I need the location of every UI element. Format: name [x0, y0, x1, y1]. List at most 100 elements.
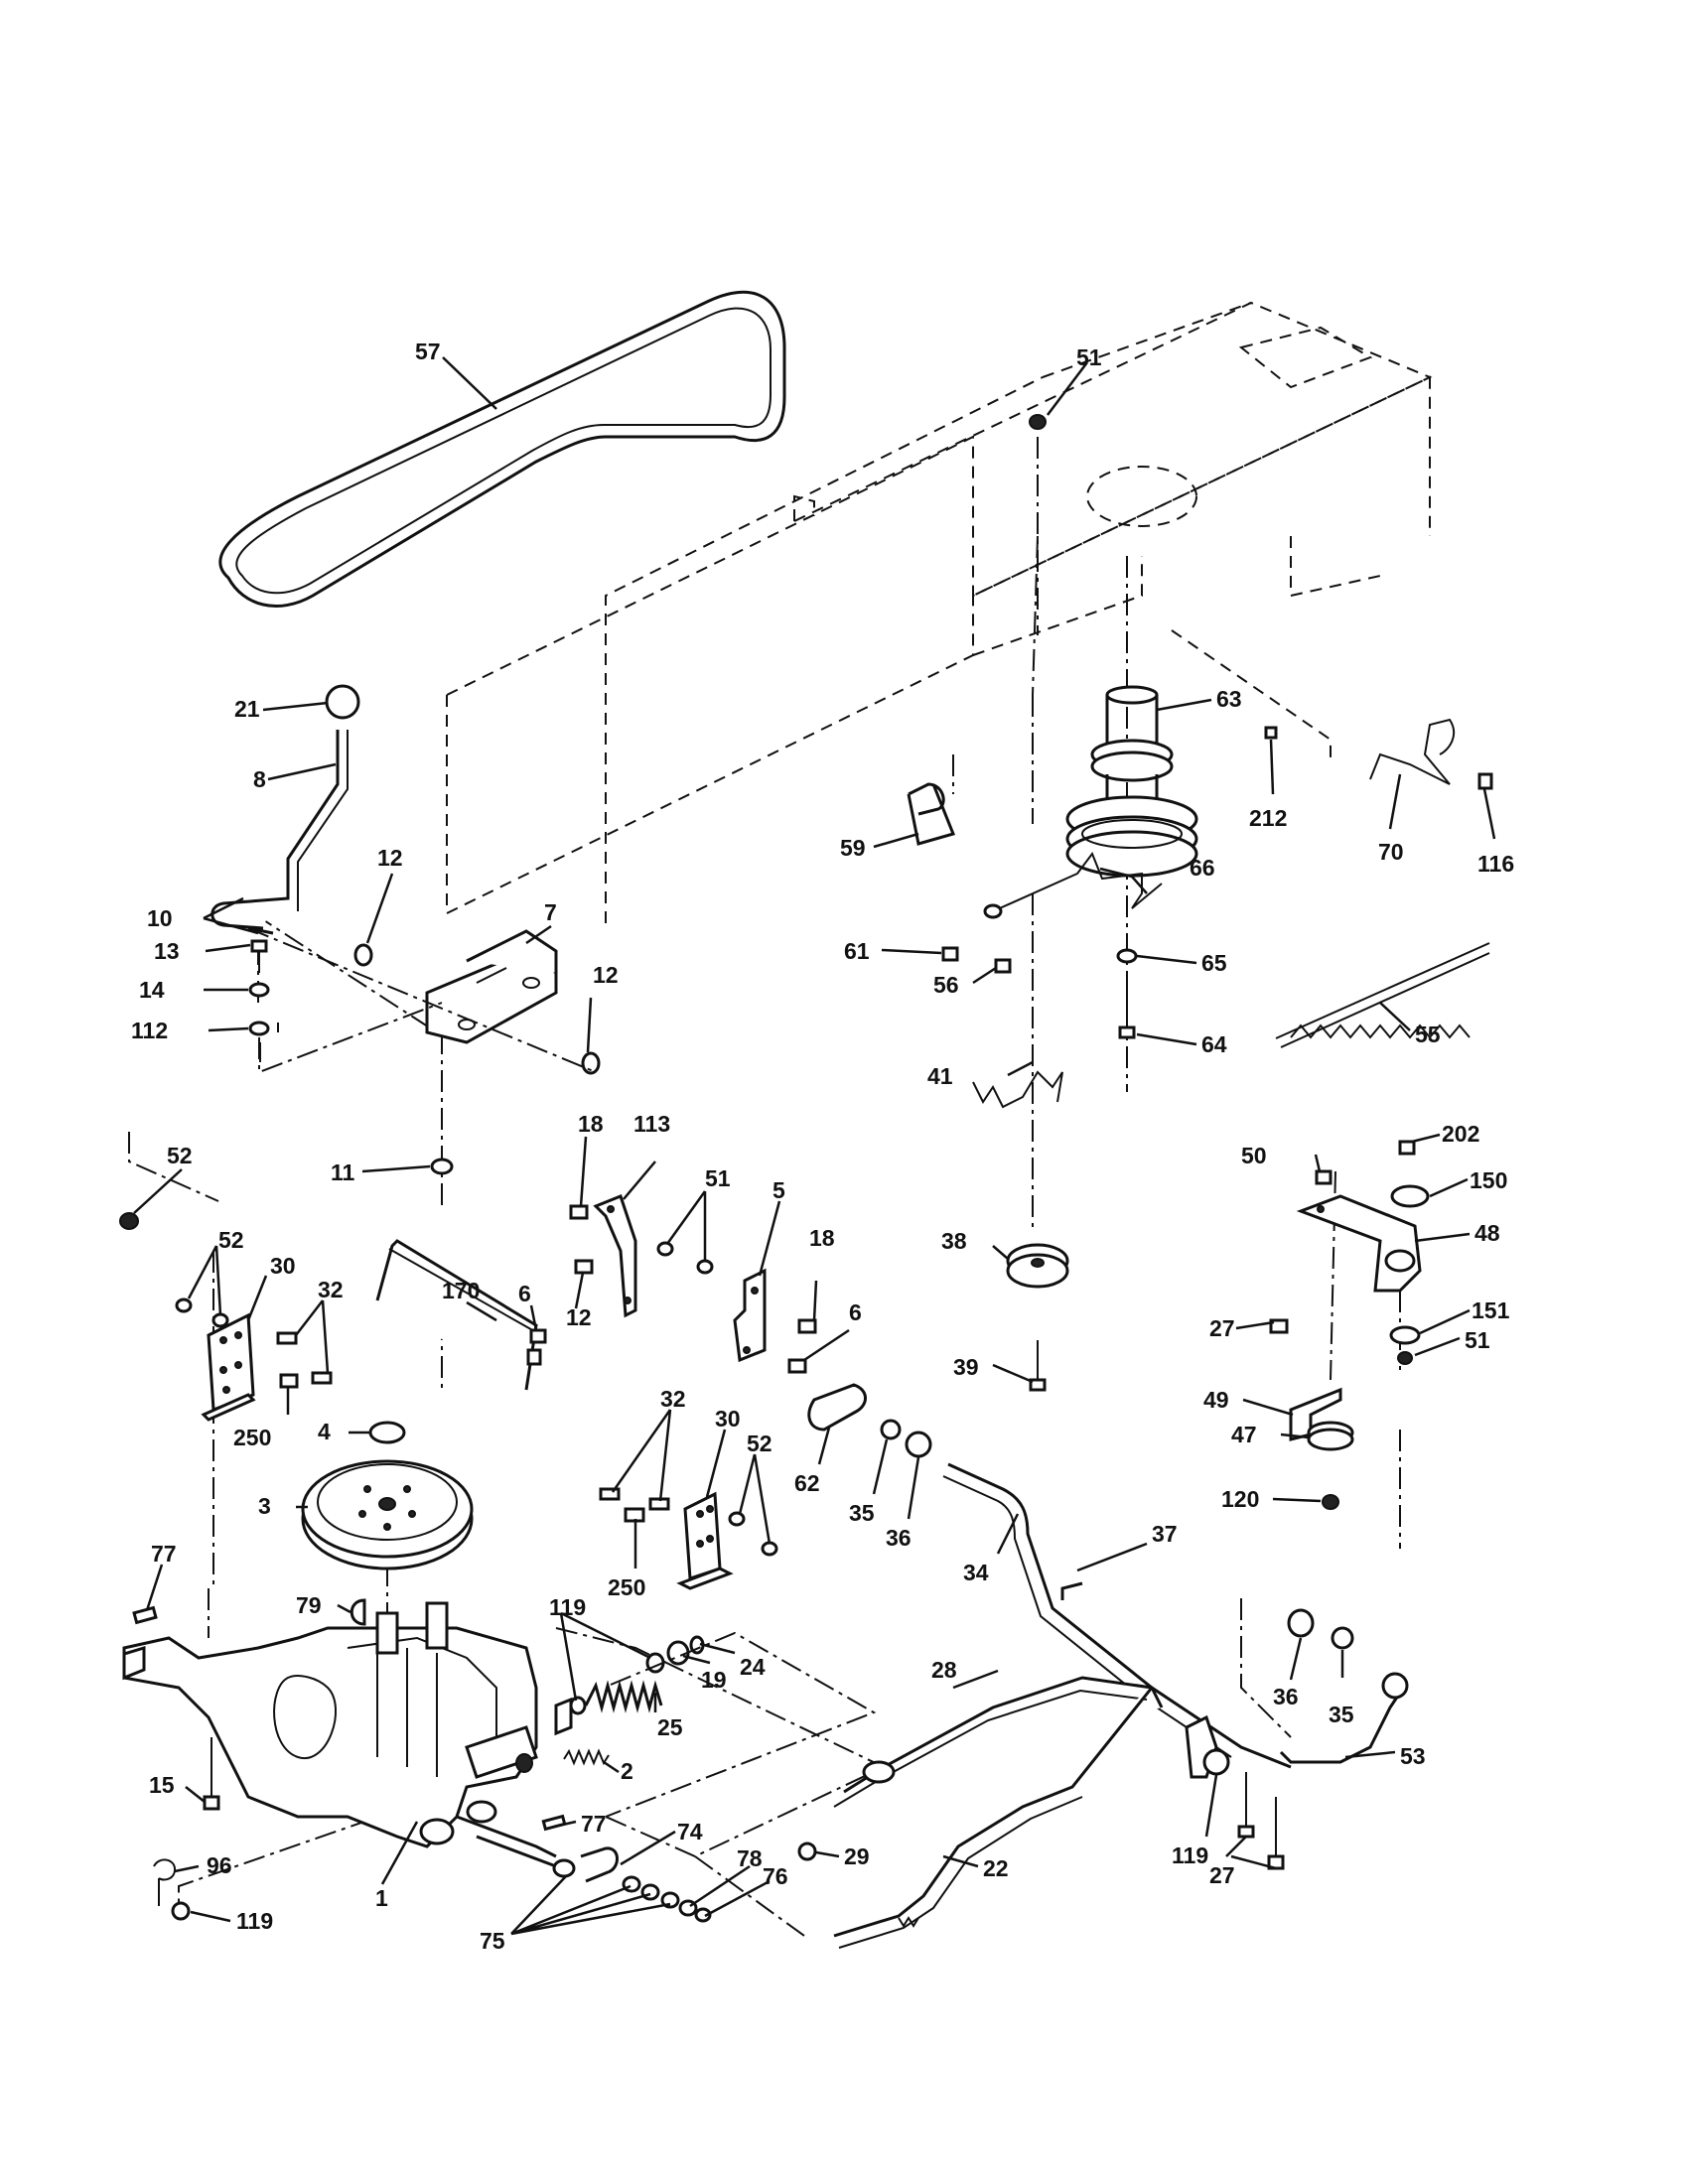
callout-12-left: 12 — [377, 845, 403, 871]
bolt-50 — [1315, 1169, 1333, 1185]
nut-52-a — [175, 1297, 193, 1313]
callout-6-upper: 6 — [518, 1281, 531, 1306]
callout-52-top-left: 52 — [167, 1143, 193, 1168]
pulley-47 — [1307, 1421, 1354, 1451]
callout-25: 25 — [657, 1714, 683, 1740]
callout-51-top: 51 — [1076, 344, 1102, 370]
bracket-5 — [733, 1268, 767, 1363]
bolt-56 — [994, 958, 1012, 974]
nut-51-right — [1397, 1351, 1413, 1365]
nut-52-center-a — [728, 1511, 746, 1527]
shift-lever — [210, 684, 360, 935]
bracket-30-left — [201, 1312, 256, 1422]
washer-35-center — [880, 1419, 902, 1440]
pulley-3 — [301, 1459, 474, 1570]
callout-70: 70 — [1378, 839, 1404, 865]
callout-75: 75 — [480, 1928, 505, 1954]
callout-76: 76 — [763, 1863, 788, 1889]
callout-250-center: 250 — [608, 1574, 645, 1600]
callout-6-right: 6 — [849, 1299, 862, 1325]
spacer-150 — [1390, 1184, 1430, 1208]
rod-28 — [833, 1676, 1164, 1808]
bolt-6-right — [787, 1358, 807, 1374]
bolt-6-left — [574, 1259, 594, 1275]
idler-38 — [1006, 1243, 1069, 1289]
callout-74: 74 — [677, 1819, 703, 1844]
bracket-7 — [425, 929, 558, 1044]
washer-65 — [1116, 948, 1138, 964]
callout-32-center: 32 — [660, 1386, 686, 1412]
callout-47: 47 — [1231, 1422, 1257, 1447]
callout-2: 2 — [621, 1758, 633, 1784]
pulley-63 — [1065, 685, 1198, 878]
callout-5: 5 — [772, 1177, 785, 1203]
rod-170 — [375, 1239, 542, 1391]
nut-120 — [1322, 1494, 1339, 1510]
spring-2 — [563, 1748, 610, 1766]
spring-55 — [1275, 942, 1490, 1048]
bolt-15 — [203, 1737, 220, 1811]
callout-28: 28 — [931, 1657, 957, 1683]
pin-77a — [132, 1605, 158, 1625]
callout-27-lower: 27 — [1209, 1862, 1235, 1888]
pin-96 — [153, 1858, 177, 1906]
callout-250-left: 250 — [233, 1425, 271, 1450]
callout-48: 48 — [1474, 1220, 1500, 1246]
callout-150: 150 — [1470, 1167, 1507, 1193]
callout-57: 57 — [415, 339, 441, 364]
callout-78: 78 — [737, 1845, 763, 1871]
callout-19: 19 — [701, 1667, 727, 1693]
callout-37: 37 — [1152, 1521, 1178, 1547]
bracket-59 — [907, 782, 956, 846]
callout-212: 212 — [1249, 805, 1287, 831]
callout-52-left: 52 — [218, 1227, 244, 1253]
callout-61: 61 — [844, 938, 870, 964]
callout-36-center: 36 — [886, 1525, 912, 1551]
callout-35-center: 35 — [849, 1500, 875, 1526]
nut-52-top-left — [119, 1212, 139, 1230]
bracket-113 — [593, 1194, 637, 1318]
washer-151 — [1389, 1325, 1421, 1345]
bolt-39 — [1029, 1340, 1047, 1392]
bracket-30-center — [676, 1491, 734, 1590]
washer-36-center — [905, 1431, 932, 1458]
callout-10: 10 — [147, 905, 173, 931]
callout-112: 112 — [131, 1018, 168, 1043]
spring-41 — [972, 1070, 1063, 1109]
callout-119-lower-left: 119 — [236, 1908, 273, 1934]
bracket-48 — [1296, 1194, 1422, 1293]
callout-113: 113 — [633, 1111, 670, 1137]
callout-170: 170 — [442, 1278, 480, 1303]
wire-70 — [1369, 718, 1456, 785]
callout-24: 24 — [740, 1654, 766, 1680]
callout-79: 79 — [296, 1592, 322, 1618]
drive-belt — [218, 290, 786, 608]
callout-49: 49 — [1203, 1387, 1229, 1413]
callout-119-right: 119 — [1172, 1843, 1208, 1868]
callout-65: 65 — [1201, 950, 1227, 976]
callout-53: 53 — [1400, 1743, 1426, 1769]
nut-51-b — [696, 1259, 714, 1275]
bracket-49 — [1289, 1387, 1342, 1441]
bolt-32-center-a — [599, 1487, 621, 1501]
nut-51-a — [656, 1241, 674, 1257]
key-79 — [350, 1598, 366, 1626]
bolt-202 — [1398, 1140, 1416, 1156]
washer-12b — [581, 1051, 601, 1075]
leader-lines — [133, 356, 1496, 1936]
callout-56: 56 — [933, 972, 959, 998]
rod-53 — [1279, 1692, 1402, 1764]
callout-52-center: 52 — [747, 1431, 772, 1456]
callout-59: 59 — [840, 835, 866, 861]
callout-77-upper: 77 — [151, 1541, 177, 1567]
callout-22: 22 — [983, 1855, 1009, 1881]
bolt-212 — [1264, 726, 1278, 740]
callout-15: 15 — [149, 1772, 175, 1798]
callout-14: 14 — [139, 977, 165, 1003]
bolt-27-lower-a — [1237, 1772, 1255, 1839]
frame-outline — [446, 301, 1433, 923]
rod-66-eye — [983, 903, 1003, 919]
dash-box-25 — [605, 1631, 877, 1818]
callout-18-left: 18 — [578, 1111, 604, 1137]
callout-119-upper: 119 — [549, 1594, 586, 1620]
